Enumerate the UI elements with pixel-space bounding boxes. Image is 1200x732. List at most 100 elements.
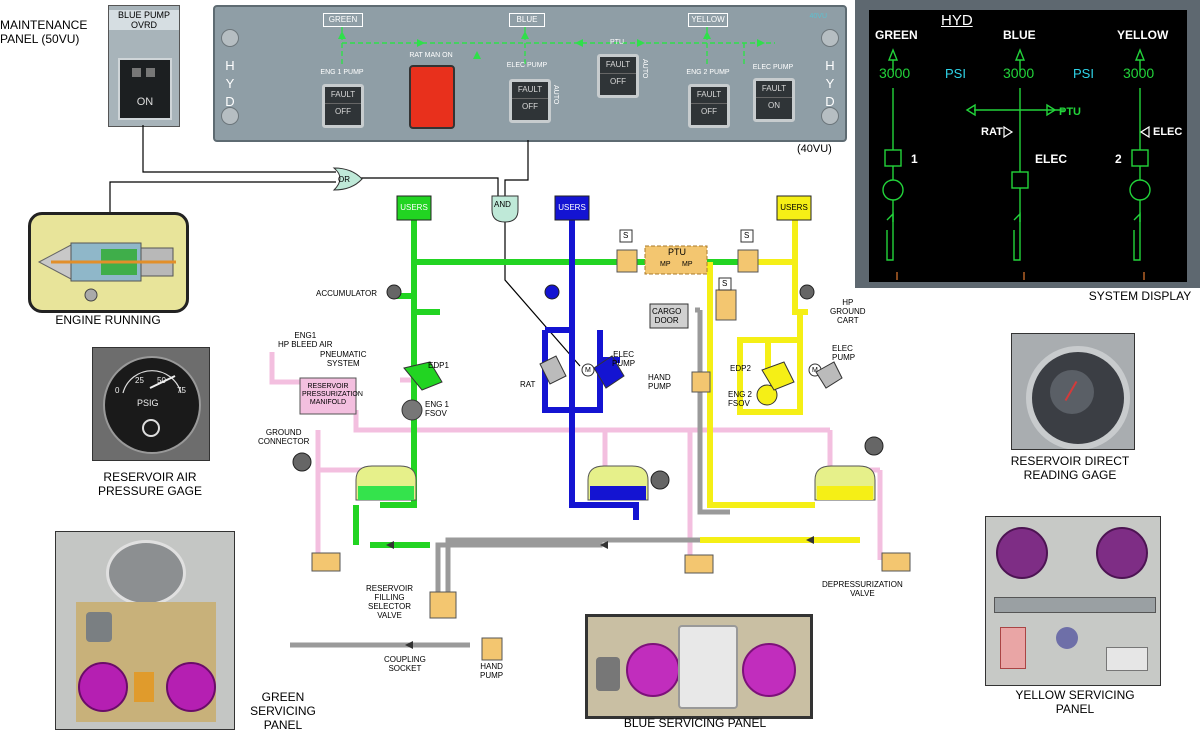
reservoir-direct-reading-gage-image — [1011, 333, 1135, 450]
ecam-blue-psi: 3000 — [1003, 65, 1035, 81]
accumulator-label: ACCUMULATOR — [316, 289, 378, 298]
reservoir-air-pressure-gage-image: 0 25 50 75 PSIG — [92, 347, 210, 461]
edp1-label: EDP1 — [428, 361, 449, 370]
ptu-mp-right: MP — [682, 261, 693, 268]
ecam-green-psi: 3000 — [879, 65, 911, 81]
green-users-box — [396, 195, 432, 221]
ptu-label: PTU — [610, 39, 624, 46]
blue-elec-pump-symbol — [593, 355, 625, 389]
system-display-caption: SYSTEM DISPLAY — [1088, 289, 1192, 303]
panel-tag: 40VU — [809, 13, 827, 20]
green-users-label: USERS — [400, 203, 428, 212]
ecam-yellow-psi: 3000 — [1123, 65, 1155, 81]
solenoid-boxes — [619, 229, 754, 291]
ecam-pump1-label: 1 — [911, 152, 918, 166]
pressure-gages — [292, 284, 884, 490]
button-lights — [132, 68, 158, 82]
depressurization-valve-label: DEPRESSURIZATION VALVE — [822, 580, 903, 598]
air-gage-tick-50: 50 — [157, 376, 166, 385]
green-servicing-panel-caption: GREEN SERVICING PANEL — [250, 690, 316, 732]
air-gage-tick-0: 0 — [115, 386, 120, 395]
green-servicing-panel-image — [55, 531, 235, 730]
rat-man-on-label: RAT MAN ON — [409, 52, 453, 59]
hyd-panel-ref: (40VU) — [797, 143, 832, 155]
ecam-blue-label: BLUE — [1003, 28, 1036, 42]
yellow-servicing-panel-caption: YELLOW SERVICING PANEL — [1015, 688, 1135, 716]
solenoid-s-3: S — [722, 279, 728, 288]
ecam-pump2-label: 2 — [1115, 152, 1122, 166]
valves — [311, 249, 911, 661]
coupling-socket-label: COUPLING SOCKET — [384, 655, 426, 673]
eng1-bleed-label: ENG1 HP BLEED AIR — [278, 331, 333, 349]
bottom-hand-pump-label: HAND PUMP — [480, 662, 504, 680]
blue-system-label: BLUE — [509, 13, 545, 27]
rat-symbol — [539, 355, 567, 385]
edp2-symbol — [761, 361, 795, 391]
ecam-elec-blue-label: ELEC — [1035, 152, 1068, 166]
air-gage-dial — [122, 370, 182, 437]
eng1-fsov-label: ENG 1 FSOV — [425, 400, 450, 418]
ptu-schematic-label: PTU — [668, 247, 686, 257]
blue-motor-m: M — [585, 367, 591, 374]
blue-pump-ovrd-label: BLUE PUMP OVRD — [109, 10, 179, 30]
ecam-psi-right: PSI — [1073, 66, 1094, 81]
yellow-elec-pump-label: ELEC PUMP — [752, 64, 794, 71]
blue-elec-auto-label: AUTO — [552, 85, 559, 105]
blue-users-label: USERS — [558, 203, 586, 212]
manifold-label: RESERVOIR PRESSURIZATION MANIFOLD — [302, 383, 363, 406]
ovrd-on-text: ON — [136, 96, 154, 108]
hyd-side-label-left: H Y D — [225, 58, 235, 109]
eng2-pump-label: ENG 2 PUMP — [686, 69, 730, 76]
ptu-box — [644, 245, 708, 275]
ecam-rat-label: RAT — [981, 126, 1003, 138]
control-wiring — [109, 125, 581, 367]
blue-servicing-panel-caption: BLUE SERVICING PANEL — [623, 716, 767, 730]
edp2-label: EDP2 — [730, 364, 751, 373]
flow-arrows — [386, 536, 814, 649]
blue-servicing-panel-image — [585, 614, 813, 719]
ecam-ptu-label: PTU — [1059, 106, 1081, 118]
hyd-side-label-right: H Y D — [825, 58, 835, 109]
engine-icon — [37, 242, 176, 302]
blue-elec-pump-label: ELEC PUMP — [506, 62, 548, 69]
blue-pump-ovrd-button[interactable]: ON — [118, 58, 172, 120]
reservoir-air-pressure-gage-caption: RESERVOIR AIR PRESSURE GAGE — [97, 470, 203, 498]
and-gate-label: AND — [494, 200, 511, 209]
blue-elec-pump-label: ELEC PUMP — [612, 350, 636, 368]
maintenance-panel: BLUE PUMP OVRD ON — [108, 5, 180, 127]
cargo-door-box — [649, 303, 689, 329]
and-gate — [491, 195, 519, 223]
ecam-psi-left: PSI — [945, 66, 966, 81]
reservoir-direct-reading-gage-caption: RESERVOIR DIRECT READING GAGE — [1010, 454, 1130, 482]
ground-connector-label: GROUND CONNECTOR — [258, 428, 310, 446]
yellow-users-label: USERS — [780, 203, 808, 212]
rat-man-on-guard-button[interactable] — [409, 65, 455, 129]
screw-icon — [221, 107, 239, 125]
blue-users-box — [554, 195, 590, 221]
air-gage-tick-75: 75 — [177, 386, 186, 395]
panel-flow-lines — [338, 27, 775, 67]
ptu-auto-label: AUTO — [641, 59, 648, 79]
yellow-elec-pump-label: ELEC PUMP — [832, 344, 856, 362]
yellow-system-label: YELLOW — [688, 13, 728, 27]
system-display: HYD GREEN BLUE YELLOW 3000 PSI 3000 PSI … — [855, 0, 1200, 288]
rat-label: RAT — [520, 380, 536, 389]
screw-icon — [221, 29, 239, 47]
ecam-yellow-label: YELLOW — [1117, 28, 1169, 42]
reservoir-filling-selector-valve-label: RESERVOIR FILLING SELECTOR VALVE — [366, 584, 413, 620]
green-system-label: GREEN — [323, 13, 363, 27]
solenoid-s-1: S — [623, 231, 629, 240]
yellow-servicing-panel-image — [985, 516, 1161, 686]
ecam-hyd-synoptic — [882, 48, 1151, 280]
or-gate-label: OR — [338, 175, 350, 184]
ecam-green-label: GREEN — [875, 28, 918, 42]
air-gage-unit: PSIG — [137, 398, 159, 408]
edp1-symbol — [403, 361, 443, 391]
ptu-mp-left: MP — [660, 261, 671, 268]
